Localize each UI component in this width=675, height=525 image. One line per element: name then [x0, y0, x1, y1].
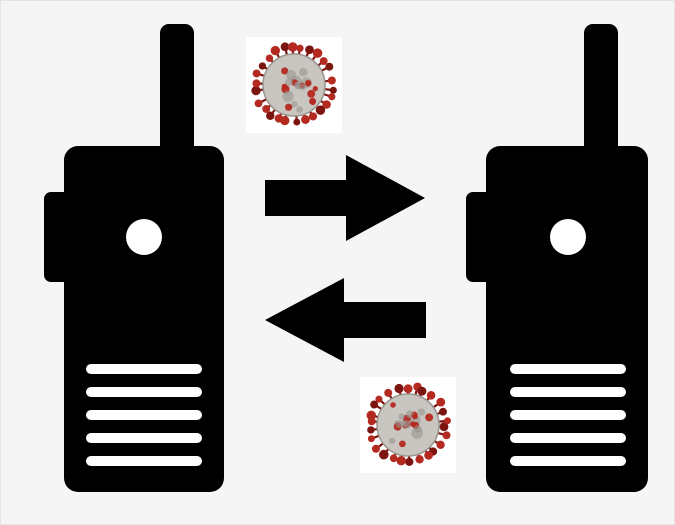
virus-spike-head — [328, 93, 335, 100]
virus-spike-head — [368, 435, 375, 442]
virus-spike-head — [439, 408, 447, 416]
left-indicator-light — [126, 219, 162, 255]
virus-spike-head — [436, 441, 444, 449]
coronavirus-icon-top — [246, 37, 342, 133]
right-speaker-line — [510, 387, 626, 397]
virus-spike-head — [424, 451, 433, 460]
left-speaker-line — [86, 387, 202, 397]
virus-surface-shade — [282, 91, 293, 102]
virus-spike-head — [436, 398, 445, 407]
right-speaker-line — [510, 433, 626, 443]
virus-spike-head — [320, 57, 328, 65]
virus-surface-shade — [396, 421, 403, 428]
virus-spike-head — [384, 389, 392, 397]
right-speaker-line — [510, 410, 626, 420]
virus-spike-head — [325, 63, 333, 71]
virus-spike-head — [375, 396, 382, 403]
virus-surface-spike — [313, 86, 318, 91]
virus-spike-head — [444, 417, 451, 424]
virus-spike-head — [330, 87, 337, 94]
virus-surface-shade — [418, 408, 425, 415]
right-speaker-line — [510, 456, 626, 466]
virus-spike-head — [404, 384, 413, 393]
virus-spike-head — [443, 431, 451, 439]
virus-spike-head — [405, 458, 413, 466]
virus-spike-head — [255, 99, 263, 107]
virus-spike-head — [313, 48, 322, 57]
virus-spike-head — [275, 114, 283, 122]
virus-surface-shade — [398, 413, 405, 420]
left-speaker-line — [86, 433, 202, 443]
virus-spike-head — [288, 42, 298, 52]
virus-spike-head — [309, 112, 317, 120]
virus-surface-spike — [410, 421, 416, 427]
virus-spike-head — [427, 391, 436, 400]
virus-spike-head — [266, 55, 273, 62]
virus-surface-spike — [390, 402, 396, 408]
virus-surface-shade — [294, 82, 302, 90]
virus-surface-shade — [389, 437, 396, 444]
left-speaker-line — [86, 456, 202, 466]
virus-spike-head — [252, 79, 260, 87]
virus-surface-spike — [305, 80, 311, 86]
virus-spike-head — [418, 387, 427, 396]
virus-spike-head — [271, 46, 280, 55]
virus-surface-shade — [414, 425, 421, 432]
virus-surface-spike — [309, 98, 316, 105]
right-antenna — [584, 24, 618, 160]
virus-spike-head — [328, 77, 336, 85]
virus-spike-head — [415, 455, 423, 463]
virus-spike-head — [259, 62, 266, 69]
virus-spike-head — [390, 454, 398, 462]
virus-spike-head — [262, 105, 270, 113]
virus-spike-head — [366, 411, 376, 421]
virus-spike-head — [372, 445, 380, 453]
right-indicator-light — [550, 219, 586, 255]
left-speaker-line — [86, 364, 202, 374]
coronavirus-icon-bottom — [360, 377, 456, 473]
virus-spike-head — [296, 45, 303, 52]
virus-surface-shade — [296, 106, 303, 113]
virus-spike-head — [367, 426, 374, 433]
virus-spike-head — [379, 450, 389, 460]
virus-surface-shade — [299, 68, 308, 77]
virus-surface-spike — [307, 90, 315, 98]
virus-spike-head — [301, 115, 310, 124]
left-speaker-line — [86, 410, 202, 420]
virus-surface-spike — [412, 414, 418, 420]
right-speaker-line — [510, 364, 626, 374]
virus-spike-head — [394, 384, 403, 393]
virus-spike-head — [305, 45, 314, 54]
virus-spike-head — [253, 69, 261, 77]
virus-surface-spike — [285, 104, 292, 111]
virus-spike-head — [316, 105, 325, 114]
virus-spike-head — [293, 119, 300, 126]
virus-surface-spike — [282, 84, 287, 89]
virus-surface-spike — [425, 413, 433, 421]
virus-surface-spike — [399, 440, 406, 447]
virus-spike-head — [396, 456, 405, 465]
left-antenna — [160, 24, 194, 160]
